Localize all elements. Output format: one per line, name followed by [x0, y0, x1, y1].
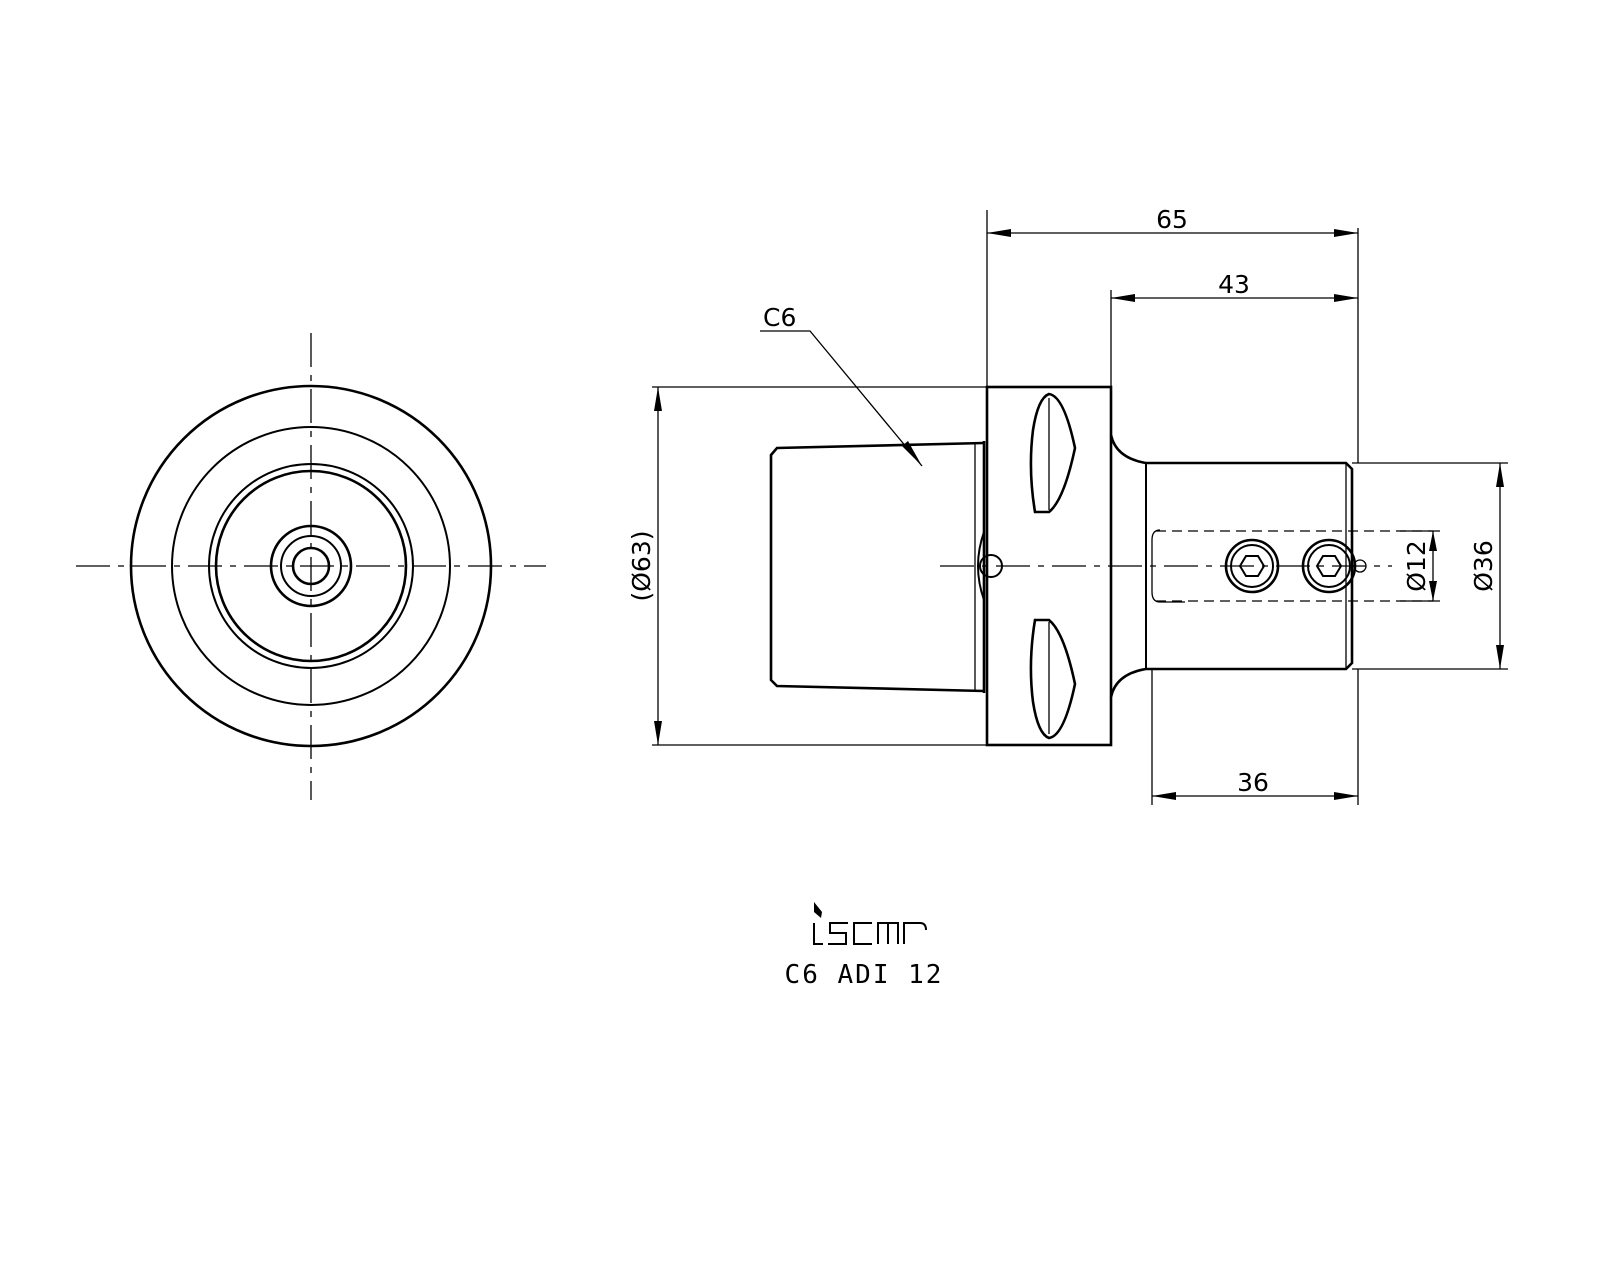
iscar-logo: iscar — [813, 902, 927, 945]
label-shank-diameter: Ø36 — [1469, 540, 1498, 592]
label-shank-body-length: 36 — [1237, 768, 1269, 797]
label-bore-diameter: Ø12 — [1402, 540, 1431, 592]
product-code: C6 ADI 12 — [785, 960, 944, 990]
set-screw-right — [1301, 538, 1357, 594]
front-bore-mid-circle — [280, 535, 342, 597]
locating-pin — [1353, 559, 1367, 573]
label-overall-length: 65 — [1156, 205, 1188, 234]
label-flange-diameter: (Ø63) — [627, 531, 656, 602]
front-taper-inner-circle — [214, 469, 408, 663]
flange-slot-top — [1029, 392, 1077, 514]
dimension-lines — [652, 210, 1508, 805]
c6-leader-line — [760, 330, 923, 467]
hidden-bore — [1156, 530, 1433, 602]
front-flange-circle — [171, 426, 451, 706]
front-outer-circle — [129, 384, 493, 748]
coolant-plug — [979, 554, 1003, 578]
label-callout-c6: C6 — [763, 303, 796, 332]
flange-slot-bottom — [1029, 618, 1077, 740]
side-view — [769, 385, 1433, 747]
taper-drive-notch — [977, 531, 985, 601]
front-taper-circle — [208, 463, 414, 669]
taper-body — [769, 441, 985, 693]
label-shank-length: 43 — [1218, 270, 1250, 299]
set-screw-left — [1224, 538, 1280, 594]
front-bore-hole — [291, 546, 331, 586]
flange — [985, 385, 1113, 747]
front-bore-outer-circle — [269, 524, 353, 608]
bore-pilot-end — [1151, 529, 1185, 603]
front-view — [76, 333, 546, 800]
